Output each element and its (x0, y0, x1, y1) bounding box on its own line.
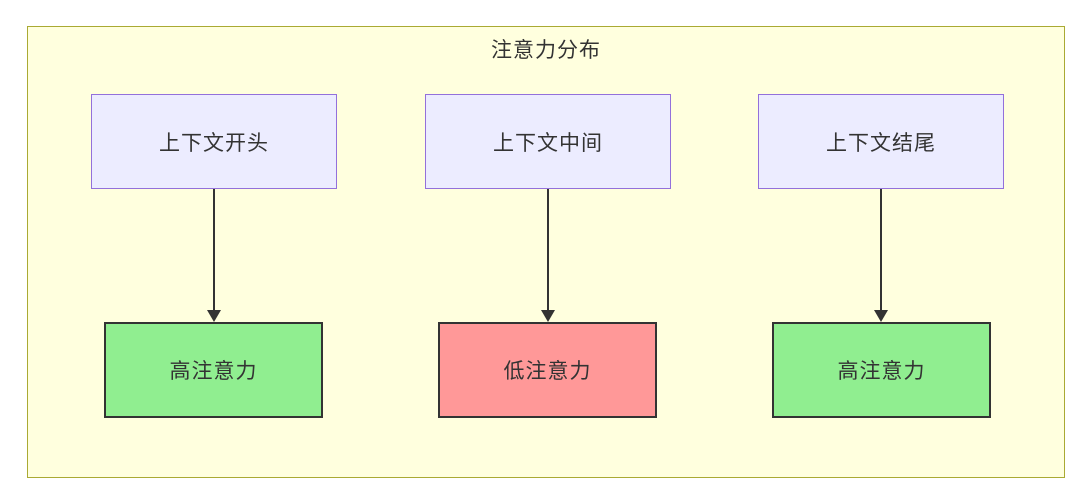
diagram-title: 注意力分布 (491, 38, 601, 62)
arrow-shaft (213, 189, 215, 310)
arrowhead-icon (541, 310, 555, 322)
arrow-down-end-to-high (874, 189, 888, 322)
node-context-middle: 上下文中间 (425, 94, 671, 189)
node-context-start: 上下文开头 (91, 94, 337, 189)
arrowhead-icon (207, 310, 221, 322)
arrowhead-icon (874, 310, 888, 322)
arrow-down-start-to-high (207, 189, 221, 322)
node-context-end: 上下文结尾 (758, 94, 1004, 189)
node-high-attention-left: 高注意力 (104, 322, 323, 418)
attention-distribution-container: 注意力分布 上下文开头 上下文中间 上下文结尾 高注意力 低注意力 高注意力 (27, 26, 1065, 478)
arrow-down-middle-to-low (541, 189, 555, 322)
arrow-shaft (880, 189, 882, 310)
node-high-attention-right: 高注意力 (772, 322, 991, 418)
node-low-attention-middle: 低注意力 (438, 322, 657, 418)
arrow-shaft (547, 189, 549, 310)
